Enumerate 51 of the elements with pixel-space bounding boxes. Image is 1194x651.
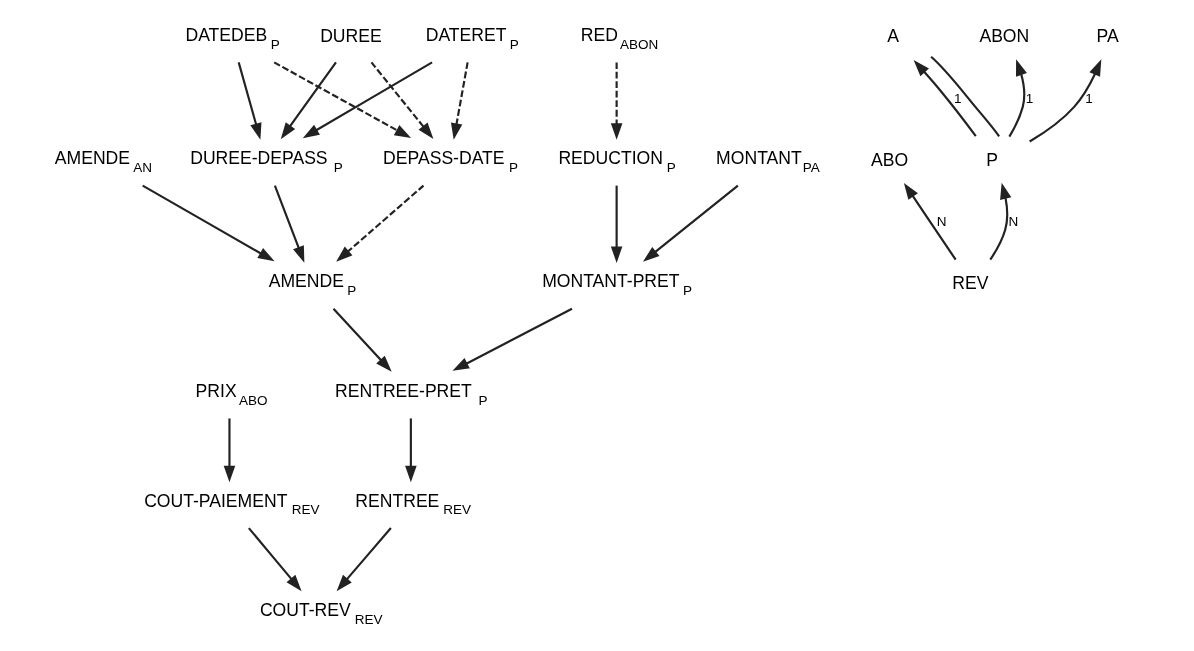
arrow — [370, 61, 434, 140]
node-text: ABON — [979, 26, 1030, 47]
node-text: PA — [1096, 26, 1119, 47]
node-text: DATEDEB$_{P}$ — [185, 25, 280, 52]
node-text: MONTANT-PRET$_{P}$ — [542, 271, 692, 298]
node-text: ABO — [871, 149, 909, 170]
node-text: DUREE-DEPASS$_{P}$ — [190, 148, 343, 175]
arrow — [237, 62, 262, 140]
arrow — [248, 527, 302, 592]
arrow — [223, 418, 236, 483]
node-text: AMENDE$_{AN}$ — [54, 148, 153, 175]
arrow — [273, 185, 305, 263]
arrow — [913, 60, 977, 137]
arrow — [903, 182, 957, 261]
node-text: P — [986, 149, 998, 170]
arrow — [280, 61, 337, 140]
node-text: REV — [952, 272, 989, 293]
node-text: COUT-PAIEMENT$_{REV}$ — [144, 490, 320, 518]
node-text: DATERET$_{P}$ — [425, 25, 519, 52]
arrow — [302, 61, 433, 139]
edge-label: 1 — [1085, 90, 1093, 106]
edge-label: N — [936, 214, 947, 229]
node-text: DEPASS-DATE$_{P}$ — [383, 148, 519, 175]
arrow — [336, 184, 425, 262]
arrow — [1029, 59, 1102, 143]
node-text: DUREE — [320, 26, 382, 47]
node-text: REDUCTION$_{P}$ — [558, 148, 676, 175]
node-text: A — [887, 26, 900, 47]
node-text: PRIX$_{ABO}$ — [195, 381, 268, 408]
node-text: RED$_{ABON}$ — [580, 25, 659, 52]
edge-label: N — [1008, 214, 1019, 229]
arrow — [142, 184, 275, 262]
arrow — [452, 307, 573, 371]
arrow — [405, 418, 417, 483]
edge-label: 1 — [1025, 90, 1034, 106]
node-text: MONTANT$_{PA}$ — [716, 148, 820, 175]
arrow — [336, 527, 392, 592]
arrow — [273, 61, 412, 139]
arrow — [610, 185, 623, 263]
node-text: COUT-REV$_{REV}$ — [259, 600, 383, 627]
arrow — [1008, 59, 1027, 138]
node-text: RENTREE$_{REV}$ — [355, 490, 472, 518]
node-text: AMENDE$_{P}$ — [268, 271, 357, 298]
arrow — [642, 184, 739, 262]
connector — [930, 55, 1000, 137]
arrow — [989, 182, 1012, 261]
arrow — [332, 308, 392, 372]
arrow — [450, 62, 469, 140]
node-text: RENTREE-PRET$_{P}$ — [335, 381, 488, 408]
edge-label: 1 — [954, 90, 962, 106]
arrow — [610, 62, 623, 140]
